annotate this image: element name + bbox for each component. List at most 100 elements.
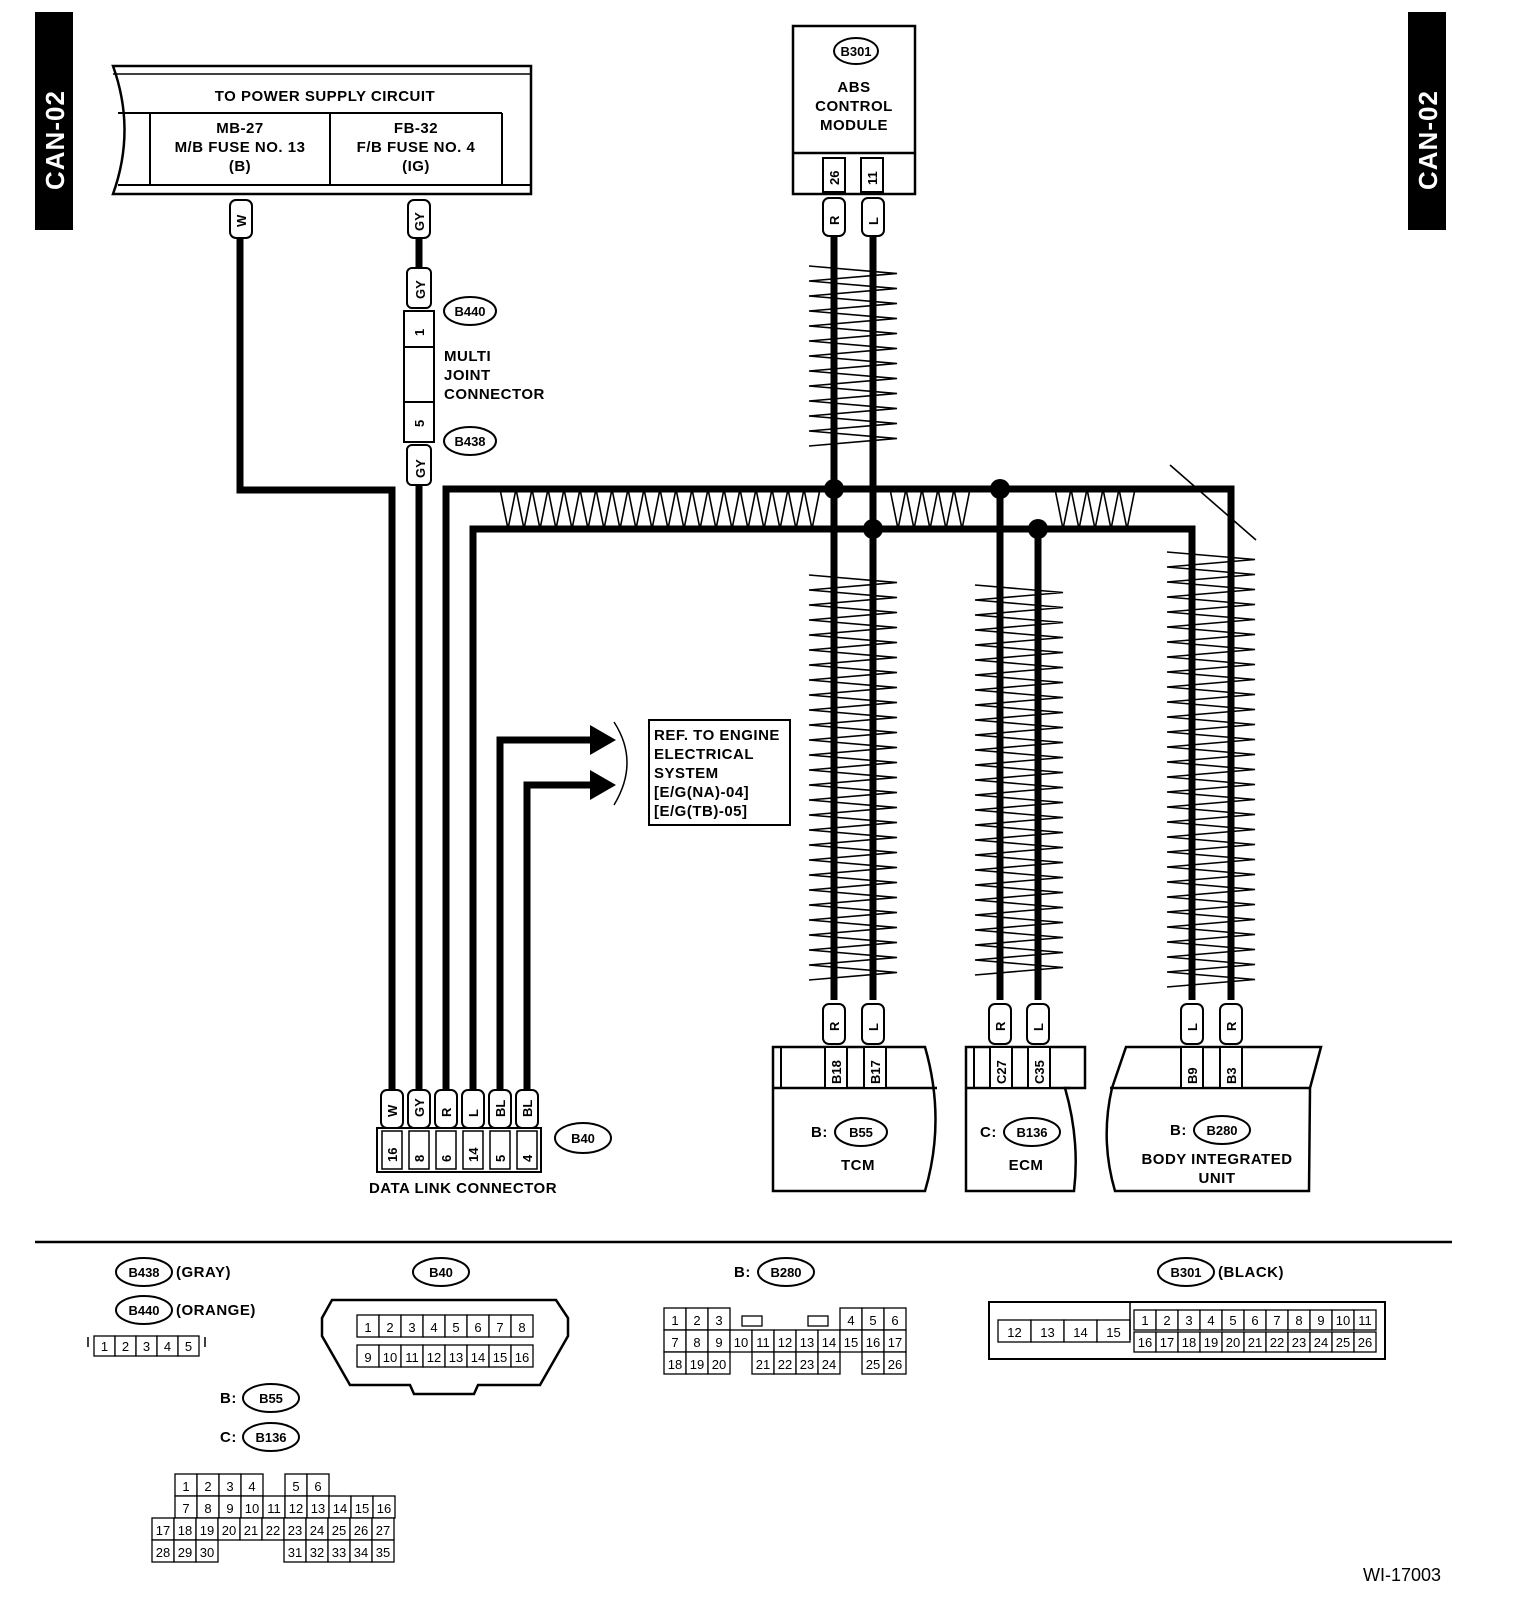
svg-text:L: L: [866, 1023, 881, 1031]
pin-number: 12: [289, 1501, 303, 1516]
power-supply-box: TO POWER SUPPLY CIRCUIT MB-27 M/B FUSE N…: [111, 64, 533, 196]
pin-number: 15: [1106, 1325, 1120, 1340]
abs-control-module: B301 ABS CONTROL MODULE 26 11: [791, 24, 917, 196]
pin-number: 13: [1040, 1325, 1054, 1340]
pin-number: 9: [226, 1501, 233, 1516]
harness-wires: [236, 234, 1235, 1090]
svg-text:B9: B9: [1185, 1067, 1200, 1084]
pin-number: 2: [1163, 1313, 1170, 1328]
svg-text:[E/G(NA)-04]: [E/G(NA)-04]: [654, 784, 749, 801]
svg-text:B440: B440: [454, 304, 485, 319]
tcm-unit: B18 B17 R L B: B55 TCM: [771, 1003, 937, 1193]
pin-number: 16: [377, 1501, 391, 1516]
svg-text:1: 1: [412, 329, 427, 336]
pin-number: 6: [1251, 1313, 1258, 1328]
pin-cell: [510, 1314, 534, 1338]
diagram-code-tag-right: CAN-02: [1408, 12, 1446, 230]
pin-number: 3: [1185, 1313, 1192, 1328]
pin-number: 1: [182, 1479, 189, 1494]
pin-number: 18: [1182, 1335, 1196, 1350]
pin-number: 15: [355, 1501, 369, 1516]
svg-text:B136: B136: [255, 1430, 286, 1445]
pin-number: 3: [715, 1313, 722, 1328]
svg-text:B3: B3: [1224, 1067, 1239, 1084]
pin-number: 10: [1336, 1313, 1350, 1328]
dlc-pin-number: 16: [385, 1148, 400, 1162]
pin-number: 5: [185, 1339, 192, 1354]
pin-number: 12: [427, 1350, 441, 1365]
svg-text:GY: GY: [413, 459, 428, 478]
dlc-pin-number: 6: [439, 1155, 454, 1162]
pin-number: 7: [671, 1335, 678, 1350]
pin-number: 18: [178, 1523, 192, 1538]
pin-number: 34: [354, 1545, 368, 1560]
pin-number: 16: [866, 1335, 880, 1350]
svg-text:R: R: [827, 215, 842, 225]
pin-number: 21: [756, 1357, 770, 1372]
svg-text:B55: B55: [259, 1391, 283, 1406]
coil-horizontal: [889, 488, 971, 530]
svg-text:C:: C:: [980, 1124, 997, 1141]
pin-number: 5: [452, 1320, 459, 1335]
twisted-pair-coils: [499, 265, 1256, 988]
pin-number: 12: [778, 1335, 792, 1350]
pin-number: 25: [332, 1523, 346, 1538]
pin-number: 32: [310, 1545, 324, 1560]
pin-number: 7: [496, 1320, 503, 1335]
pin-number: 10: [245, 1501, 259, 1516]
svg-text:CAN-02: CAN-02: [1413, 90, 1443, 190]
pin-number: 17: [1160, 1335, 1174, 1350]
pin-number: 6: [474, 1320, 481, 1335]
pin-number: 1: [1141, 1313, 1148, 1328]
svg-text:B:: B:: [220, 1390, 237, 1407]
svg-text:5: 5: [412, 420, 427, 427]
pin-cell: [510, 1344, 534, 1368]
pin-number: 4: [430, 1320, 437, 1335]
pin-number: 15: [493, 1350, 507, 1365]
pin-number: 26: [888, 1357, 902, 1372]
dlc-pin-number: 4: [520, 1154, 535, 1162]
abs-pin-11: 11: [865, 171, 880, 185]
svg-text:(BLACK): (BLACK): [1218, 1264, 1284, 1281]
pin-number: 28: [156, 1545, 170, 1560]
svg-text:L: L: [866, 217, 881, 225]
abs-name-line3: MODULE: [820, 117, 888, 134]
pin-number: 7: [1273, 1313, 1280, 1328]
pin-cell: [1353, 1331, 1377, 1353]
coil-corner: [1169, 464, 1257, 541]
pin-number: 11: [1358, 1313, 1372, 1328]
pin-number: 14: [471, 1350, 485, 1365]
svg-text:ELECTRICAL: ELECTRICAL: [654, 746, 754, 763]
pin-number: 9: [364, 1350, 371, 1365]
pin-number: 2: [386, 1320, 393, 1335]
pin-number: 9: [715, 1335, 722, 1350]
pin-number: 13: [311, 1501, 325, 1516]
pin-number: 15: [844, 1335, 858, 1350]
pin-number: 35: [376, 1545, 390, 1560]
dlc-connector-id: B40: [571, 1131, 595, 1146]
dlc-wire-label: W: [385, 1104, 400, 1117]
pin-number: 21: [244, 1523, 258, 1538]
pin-number: 17: [156, 1523, 170, 1538]
coil-horizontal: [499, 488, 821, 530]
dlc-pin-number: 8: [412, 1155, 427, 1162]
svg-text:C27: C27: [994, 1060, 1009, 1084]
pin-number: 4: [164, 1339, 171, 1354]
pin-number: 23: [800, 1357, 814, 1372]
pin-number: 10: [734, 1335, 748, 1350]
svg-text:JOINT: JOINT: [444, 367, 491, 384]
coil-vertical: [974, 584, 1064, 976]
svg-text:C:: C:: [220, 1429, 237, 1446]
ecm-connector-id: B136: [1016, 1125, 1047, 1140]
pin-cell: [371, 1539, 395, 1563]
pin-number: 22: [266, 1523, 280, 1538]
ecm-unit: C27 C35 R L C: B136 ECM: [964, 1003, 1087, 1193]
dlc-pin-cell: [462, 1130, 484, 1170]
abs-pin-26: 26: [827, 171, 842, 185]
svg-text:CAN-02: CAN-02: [40, 90, 70, 190]
pin-number: 25: [866, 1357, 880, 1372]
svg-text:B440: B440: [128, 1303, 159, 1318]
